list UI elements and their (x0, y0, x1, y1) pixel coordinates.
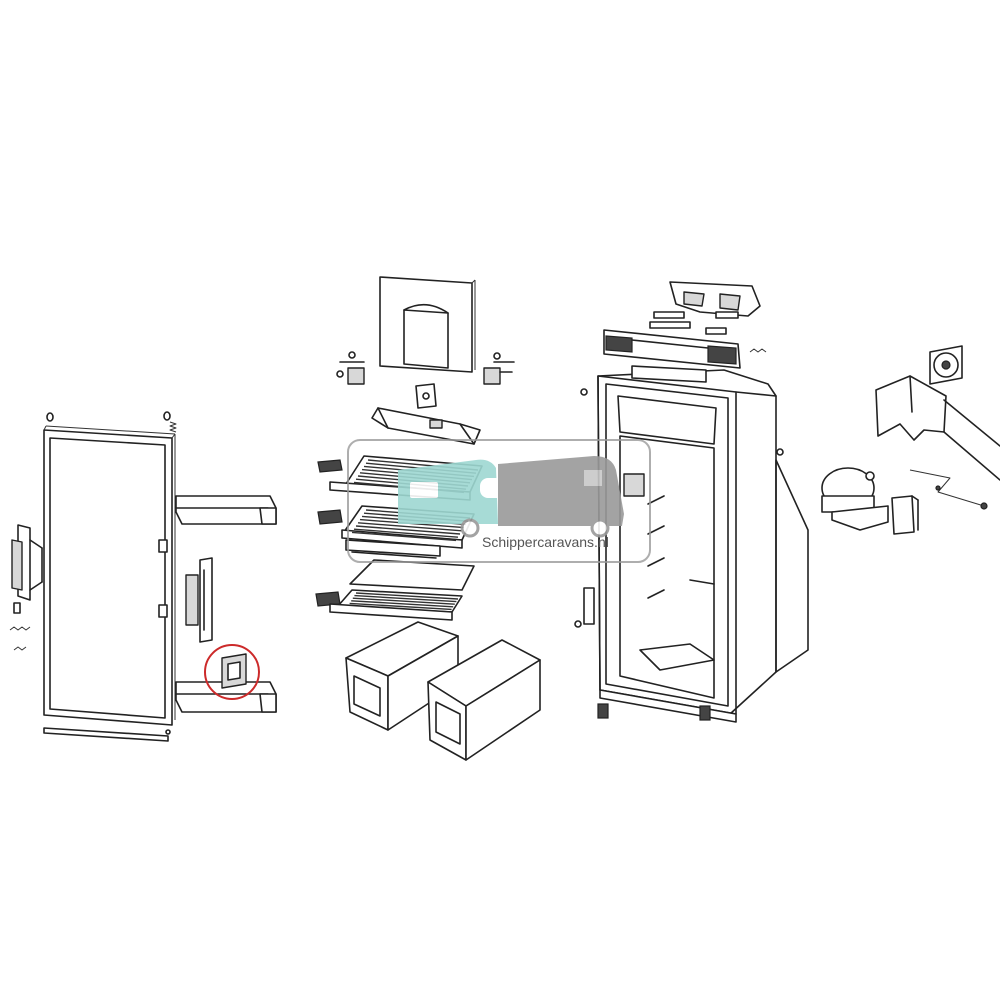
freezer-hinge-pin (415, 383, 437, 409)
caravan-logo-icon (398, 456, 624, 538)
freezer-door (379, 276, 476, 373)
control-panel-brackets (649, 311, 739, 335)
crisper-drawer-2 (427, 639, 541, 761)
highlighted-door-clip (204, 644, 260, 700)
crisper-drawer (345, 621, 459, 731)
shelf-wire (349, 602, 452, 611)
shelf-wire (352, 597, 455, 605)
door-bottle-shelf-lower (175, 681, 277, 713)
door-latch (9, 602, 31, 651)
electronics-cover (875, 375, 1000, 481)
wire-shelf-3 (329, 589, 463, 621)
cable-harness (909, 469, 988, 510)
door-screws-top (46, 411, 177, 433)
shelf-clip-1 (317, 459, 343, 473)
shelf-wire (353, 528, 459, 538)
shelf-wire (351, 600, 454, 608)
door-strip (43, 727, 171, 742)
freezer-hinge-left (336, 351, 365, 385)
watermark: Schippercaravans.nl (347, 439, 651, 563)
watermark-text: Schippercaravans.nl (482, 534, 609, 550)
door-hinge (185, 557, 213, 643)
shelf-wire (355, 592, 459, 600)
fridge-cabinet (597, 365, 809, 723)
relay-box (891, 495, 919, 535)
compressor (821, 467, 889, 531)
shelf-clip-2 (317, 509, 343, 525)
cabinet-top-cover (669, 281, 761, 317)
shelf-wire (357, 522, 463, 532)
door-bottle-shelf-upper (175, 495, 277, 525)
shelf-wire (354, 594, 457, 603)
cabinet-hinge (574, 587, 595, 628)
cooling-fan (929, 345, 963, 385)
drip-tray (371, 407, 481, 445)
shelf-rail (345, 539, 441, 559)
cabinet-feet (580, 388, 784, 721)
door (43, 425, 176, 726)
control-panel (603, 329, 767, 369)
door-handle (11, 524, 43, 601)
watermark-frame (347, 439, 651, 563)
shelf-wire (355, 525, 461, 535)
glass-shelf (349, 559, 475, 591)
freezer-hinge-right (483, 352, 515, 385)
shelf-wire (351, 531, 457, 542)
